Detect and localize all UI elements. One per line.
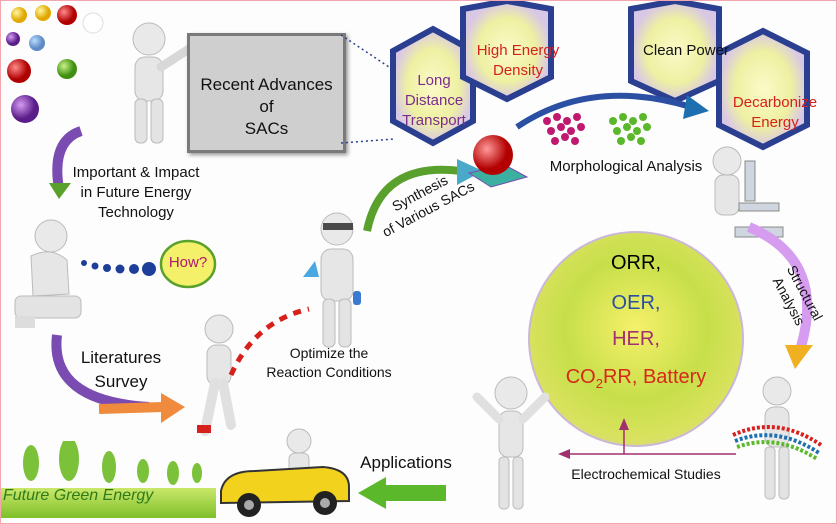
presenter-figure [132,22,194,144]
co2rr-label: CO2RR, Battery [565,366,707,391]
board-dotted-connector [340,34,396,144]
how-label: How? [168,254,208,271]
recent-advances-board: Recent Advances of SACs [187,33,346,153]
scientist-figure [303,212,361,348]
oer-label: OER, [611,292,661,314]
hexagon-long-distance [390,25,476,147]
morphological-analysis-label: Morphological Analysis [549,158,703,175]
electrochemical-studies-label: Electrochemical Studies [571,466,721,482]
clean-power-label: Clean Power [643,42,729,59]
decarbonize-label: Decarbonize Energy [732,94,818,131]
her-label: HER, [612,328,660,350]
molecule-holder-figure [732,376,823,500]
orr-label: ORR, [611,252,661,274]
yellow-car-graphic [220,428,350,517]
thinking-figure [14,219,82,328]
applications-label: Applications [360,453,452,472]
curved-arrow-down-1 [49,126,83,199]
molecule-balls-graphic [6,5,104,123]
future-green-energy-label: Future Green Energy [3,487,154,504]
hexagon-cluster [390,1,810,151]
applications-arrow [358,477,446,509]
electrochemical-arrows [558,418,736,459]
long-distance-label: Long Distance Transport [402,72,466,129]
curved-arrow-synthesis [363,159,483,232]
thought-dots [81,260,156,276]
celebrating-figure [472,376,550,510]
literature-survey-label: Literatures Survey [80,348,162,391]
crystal-lattice-graphic [515,92,709,145]
catalyst-sphere-graphic [467,135,529,188]
curved-arrow-literature [51,334,185,423]
important-impact-label: Important & Impact in Future Energy Tech… [72,164,200,221]
running-figure [197,314,236,436]
green-ground [1,488,216,518]
how-bubble [159,239,217,289]
hexagon-high-energy [460,1,554,103]
red-dash-path [228,306,310,377]
board-title: Recent Advances of SACs [200,75,333,138]
high-energy-label: High Energy Density [476,42,560,79]
curved-arrow-structural [747,222,813,369]
hexagon-decarbonize [716,27,810,151]
reaction-circle: ORR, OER, HER, CO2RR, Battery [528,231,744,447]
tree-row-graphic [23,441,202,485]
optimize-label: Optimize the Reaction Conditions [266,345,392,380]
